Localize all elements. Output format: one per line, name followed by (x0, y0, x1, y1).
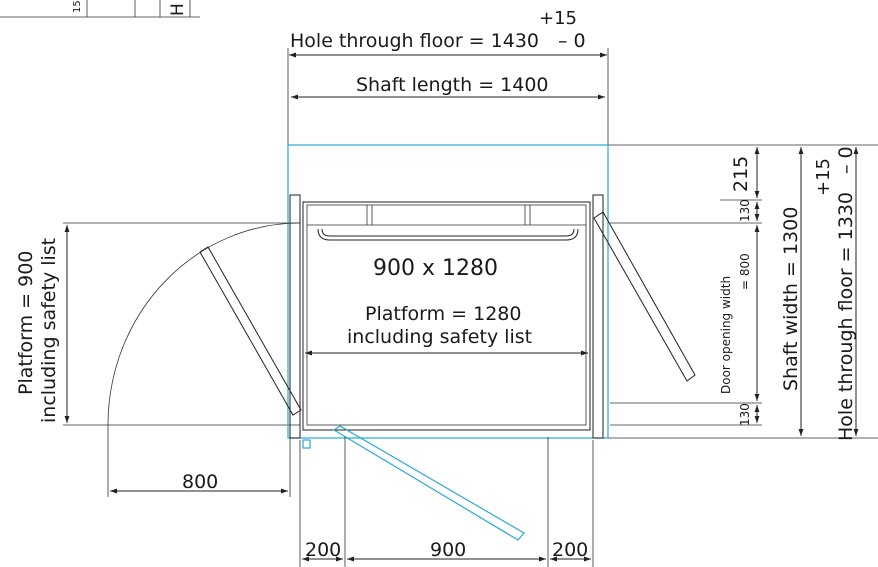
corner-label-15: 15 (72, 0, 83, 13)
door-opening-value: = 800 (738, 253, 752, 290)
platform-length-label: Platform = 1280 (365, 303, 521, 325)
shaft-length-label: Shaft length = 1400 (356, 74, 549, 96)
tolerance-top-minus: – 0 (558, 30, 586, 52)
floor-lines (63, 144, 878, 439)
hole-through-floor-top-label: Hole through floor = 1430 (290, 30, 539, 52)
corner-label-h: H (168, 3, 188, 16)
door-opening-label: Door opening width (719, 276, 733, 394)
dimension-hole-through-floor-top: Hole through floor = 1430 +15 – 0 (287, 8, 609, 145)
dimension-platform-width: Platform = 900 including safety list (15, 225, 70, 423)
shaft-outline (287, 144, 609, 449)
corner-fragment: 15 H (0, 0, 200, 18)
platform-width-note: including safety list (38, 238, 60, 423)
platform-length-note: including safety list (347, 326, 532, 348)
dimension-hole-through-floor-right: Hole through floor = 1330 +15 – 0 (813, 146, 859, 441)
dim-900-label: 900 (430, 539, 466, 561)
right-swing-door (593, 211, 696, 382)
wall-posts (289, 194, 604, 439)
tolerance-right-minus: – 0 (835, 146, 857, 174)
hole-through-floor-right-label: Hole through floor = 1330 (835, 192, 857, 441)
bottom-swing-door (332, 425, 525, 541)
dim-215-label: 215 (730, 156, 752, 192)
dimension-800: 800 (107, 425, 291, 497)
dimension-shaft-length: Shaft length = 1400 (291, 74, 605, 100)
dim-200-left-label: 200 (305, 539, 341, 561)
platform-size-label: 900 x 1280 (373, 256, 498, 281)
shaft-width-label: Shaft width = 1300 (780, 207, 802, 391)
dimension-right-chain: 215 130 Door opening width = 800 130 (719, 147, 760, 426)
platform: 900 x 1280 Platform = 1280 including saf… (302, 201, 591, 431)
dim-800-label: 800 (182, 471, 218, 493)
left-swing-door (107, 222, 302, 426)
dim-130-top-label: 130 (738, 199, 752, 222)
dimension-bottom-chain: 200 900 200 (299, 437, 594, 567)
tolerance-top-plus: +15 (539, 8, 577, 29)
platform-width-label: Platform = 900 (15, 251, 37, 395)
tolerance-right-plus: +15 (813, 158, 834, 196)
dim-200-right-label: 200 (552, 539, 588, 561)
dimension-shaft-width: Shaft width = 1300 (780, 147, 804, 436)
dim-130-bottom-label: 130 (738, 403, 752, 426)
